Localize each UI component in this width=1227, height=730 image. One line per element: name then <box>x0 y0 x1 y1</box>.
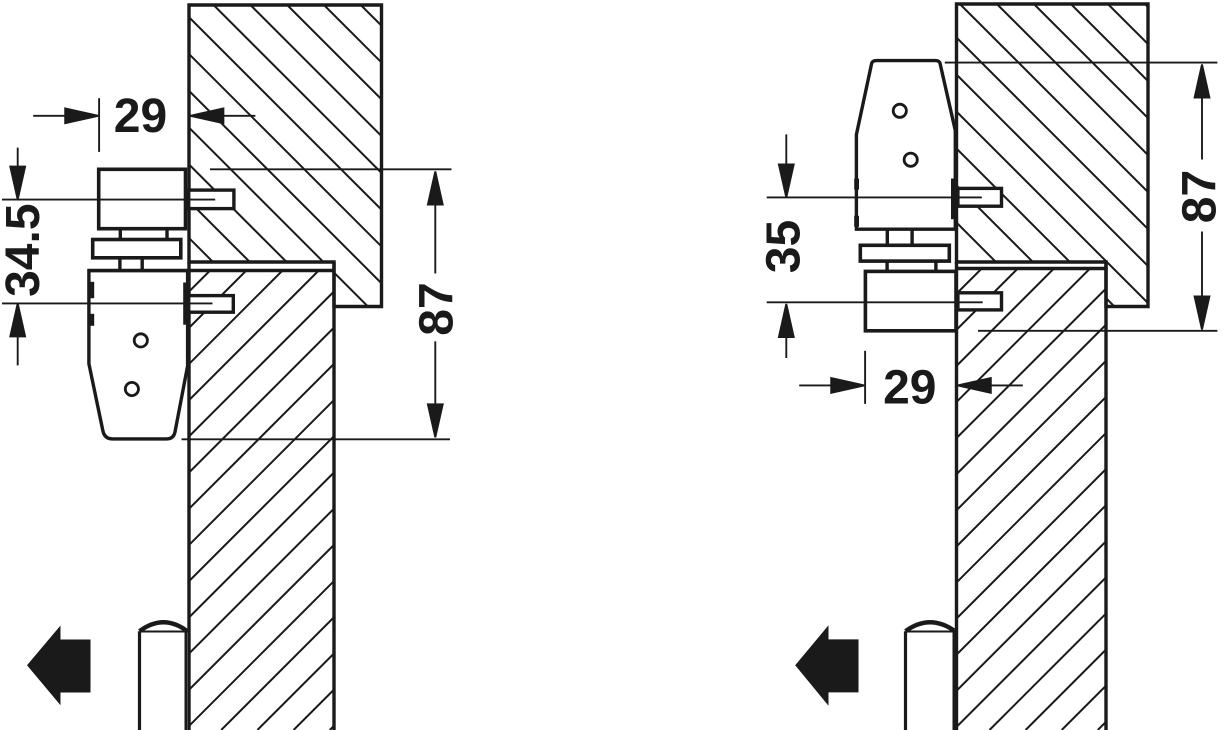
svg-text:29: 29 <box>114 90 167 143</box>
svg-text:34.5: 34.5 <box>0 203 50 296</box>
svg-text:87: 87 <box>1174 170 1227 223</box>
svg-text:29: 29 <box>883 362 936 415</box>
svg-text:35: 35 <box>758 220 811 273</box>
svg-text:87: 87 <box>410 282 463 335</box>
